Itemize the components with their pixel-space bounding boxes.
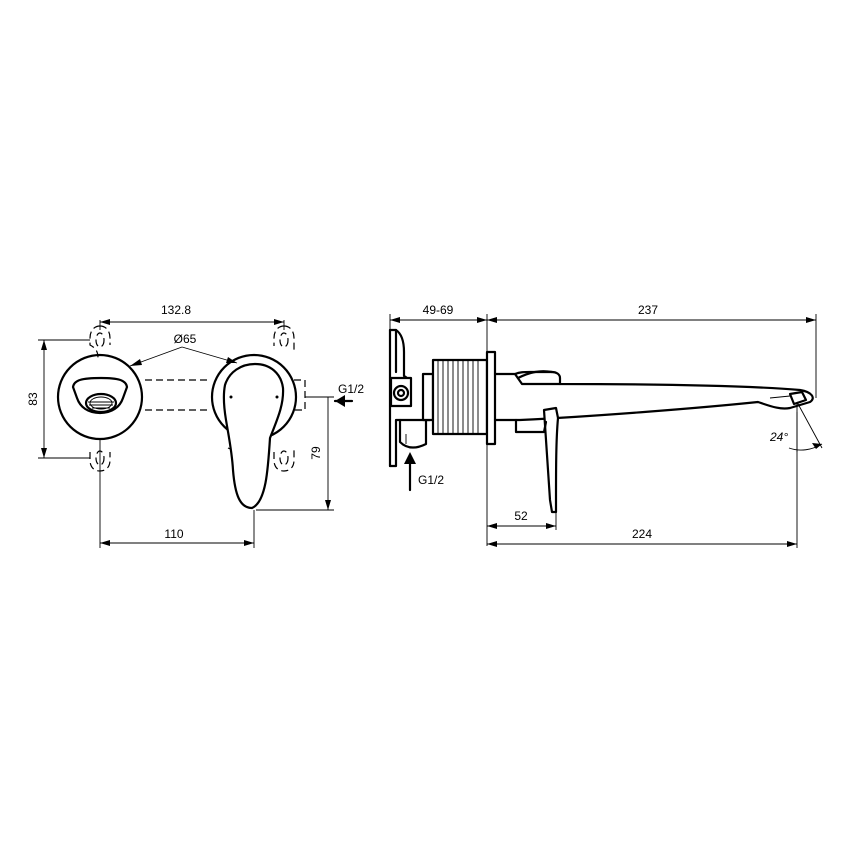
inlet-left-label: G1/2 [338, 382, 364, 396]
dim-83: 83 [26, 339, 90, 459]
dim-angle-24-label: 24° [769, 430, 788, 444]
dim-132-8-label: 132.8 [161, 303, 191, 317]
dim-52-label: 52 [514, 509, 528, 523]
dim-224-label: 224 [632, 527, 652, 541]
inlet-left-marker: G1/2 [333, 382, 364, 407]
dim-diameter-65-label: Ø65 [174, 332, 197, 346]
dim-110: 110 [99, 440, 255, 548]
dim-83-label: 83 [26, 392, 40, 406]
dim-132-8: 132.8 [99, 303, 285, 330]
inlet-bottom-marker: G1/2 [404, 452, 444, 492]
dim-52: 52 [486, 444, 557, 546]
dim-49-69: 49-69 [389, 303, 488, 352]
dim-110-label: 110 [164, 527, 183, 541]
dim-49-69-label: 49-69 [423, 303, 454, 317]
spout [493, 370, 814, 422]
dim-237-label: 237 [638, 303, 658, 317]
dim-224: 224 [487, 412, 798, 548]
dim-angle-24: 24° [769, 401, 823, 452]
lever-side [514, 406, 560, 514]
valve-body [421, 350, 497, 446]
dim-237: 237 [487, 303, 817, 398]
side-view: 49-69 237 G1/2 52 [388, 303, 823, 548]
dim-diameter-65: Ø65 [129, 332, 238, 367]
dim-79: 79 [256, 396, 334, 511]
mixer-lever [210, 353, 298, 510]
dim-79-label: 79 [309, 446, 323, 460]
inlet-bottom-label: G1/2 [418, 473, 444, 487]
front-view: 132.8 Ø65 83 G1/2 [26, 303, 364, 548]
spout-rosette [56, 353, 144, 441]
